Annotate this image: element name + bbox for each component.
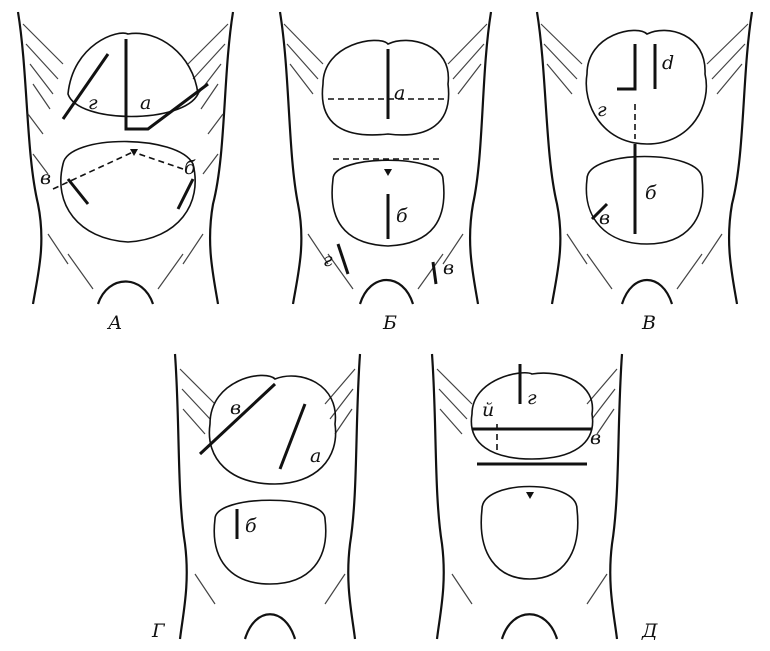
mark-d: d: [662, 52, 674, 74]
mark-b: б: [645, 182, 657, 204]
mark-g: г: [597, 99, 607, 121]
incision-lines: [338, 49, 436, 284]
mark-g: г: [88, 92, 98, 114]
rib-hatching: [284, 24, 487, 289]
mark-v: в: [443, 257, 454, 279]
mark-a: а: [310, 445, 321, 467]
navel: [384, 169, 392, 176]
caption-v: В: [642, 312, 656, 334]
mark-g: г: [527, 387, 537, 409]
caption-b: Б: [383, 312, 397, 334]
mark-v: в: [599, 207, 610, 229]
figure-a: г а в б: [8, 4, 243, 309]
navel: [526, 492, 534, 499]
mark-v: в: [590, 427, 601, 449]
mark-b: б: [396, 205, 408, 227]
mark-a: а: [394, 82, 405, 104]
figure-g: в а б: [155, 344, 370, 644]
torso-outline: [175, 354, 360, 639]
caption-d: Д: [642, 620, 657, 642]
mark-b: б: [245, 515, 257, 537]
navel: [130, 149, 138, 156]
organ-contours: [209, 375, 335, 584]
organ-contours: [322, 40, 448, 246]
mark-v: в: [40, 167, 51, 189]
figure-v: d г б в: [527, 4, 762, 309]
mark-g: г: [323, 249, 333, 271]
organ-contours: [61, 33, 198, 242]
torso-outline: [537, 12, 752, 304]
rib-hatching: [180, 369, 355, 604]
mark-a: а: [140, 92, 151, 114]
mark-b: б: [184, 157, 196, 179]
incision-lines: [63, 39, 208, 209]
incision-lines: [592, 44, 655, 234]
figure-b: а б г в: [268, 4, 503, 309]
caption-a: А: [108, 312, 122, 334]
torso-outline: [280, 12, 491, 304]
caption-g: Г: [152, 620, 165, 642]
figure-d: й г в: [412, 344, 642, 644]
mark-y: й: [482, 399, 494, 421]
mark-v: в: [230, 397, 241, 419]
